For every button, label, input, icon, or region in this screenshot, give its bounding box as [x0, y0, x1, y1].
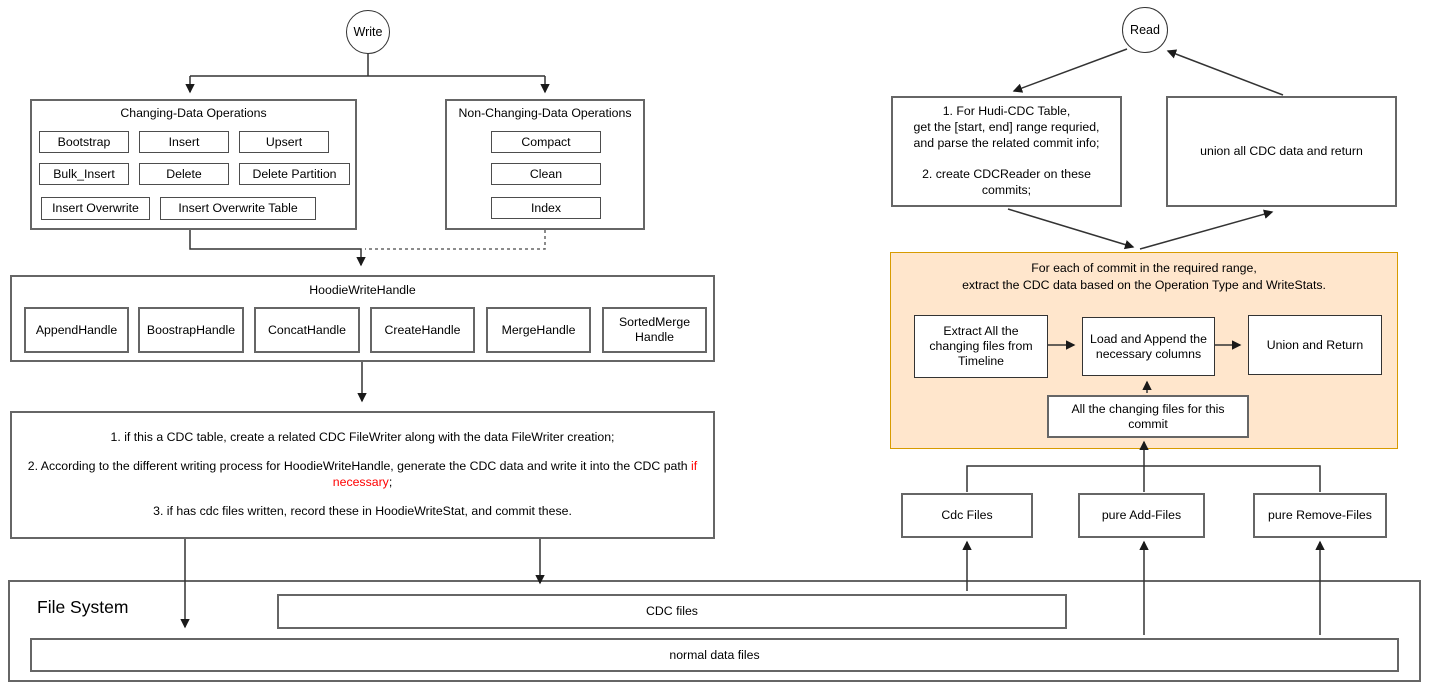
hoodie-write-handle-title: HoodieWriteHandle [309, 283, 416, 297]
boostrap-handle-node[interactable]: BoostrapHandle [138, 307, 244, 353]
cdc-files-store[interactable]: CDC files [277, 594, 1067, 629]
union-to-read-arrow [1166, 49, 1284, 96]
read-to-step1-arrow [1012, 48, 1128, 93]
write-step-2-if-necessary: if necessary [332, 459, 698, 489]
normal-data-files-store[interactable]: normal data files [30, 638, 1399, 672]
changing-data-operations-title: Changing-Data Operations [120, 106, 267, 120]
read-step1-box[interactable]: 1. For Hudi-CDC Table, get the [start, e… [891, 96, 1122, 207]
op-upsert[interactable]: Upsert [239, 131, 329, 153]
op-index[interactable]: Index [491, 197, 601, 219]
file-system-title: File System [37, 597, 129, 617]
load-append-columns-node[interactable]: Load and Append the necessary columns [1082, 317, 1215, 376]
file-system-group[interactable]: File System CDC files normal data files [8, 580, 1421, 682]
write-step-1: 1. if this a CDC table, create a related… [110, 430, 615, 445]
op-delete[interactable]: Delete [139, 163, 229, 185]
read-step1-text: 1. For Hudi-CDC Table, get the [start, e… [913, 103, 1100, 198]
write-stem-line [190, 53, 545, 77]
op-insert-overwrite-selected[interactable]: Insert Overwrite [41, 197, 150, 220]
pure-remove-files-node[interactable]: pure Remove-Files [1253, 493, 1387, 538]
non-changing-data-operations-group[interactable]: Non-Changing-Data Operations Compact Cle… [445, 99, 645, 230]
files-junction-line [966, 465, 1321, 492]
op-clean[interactable]: Clean [491, 163, 601, 185]
op-delete-partition[interactable]: Delete Partition [239, 163, 350, 185]
non-changing-data-operations-title: Non-Changing-Data Operations [458, 106, 632, 120]
create-handle-node[interactable]: CreateHandle [370, 307, 475, 353]
concat-handle-node[interactable]: ConcatHandle [254, 307, 360, 353]
write-step-2-end: ; [388, 475, 393, 489]
op-compact[interactable]: Compact [491, 131, 601, 153]
per-commit-extract-group[interactable]: For each of commit in the required range… [890, 252, 1398, 449]
op-bulk-insert[interactable]: Bulk_Insert [39, 163, 129, 185]
cdc-files-node[interactable]: Cdc Files [901, 493, 1033, 538]
union-all-cdc-box[interactable]: union all CDC data and return [1166, 96, 1397, 207]
merge-handle-node[interactable]: MergeHandle [486, 307, 591, 353]
pure-add-files-node[interactable]: pure Add-Files [1078, 493, 1205, 538]
percommit-to-union-arrow [1139, 209, 1274, 250]
write-terminal-label: Write [353, 25, 383, 39]
union-all-cdc-text: union all CDC data and return [1200, 143, 1363, 158]
write-terminal[interactable]: Write [346, 10, 390, 54]
write-step-2-text: 2. According to the different writing pr… [27, 459, 692, 474]
write-cdc-steps-box[interactable]: 1. if this a CDC table, create a related… [10, 411, 715, 539]
nonchanging-to-hoodie-dashed-line [365, 230, 546, 250]
step1-to-percommit-arrow [1007, 208, 1135, 250]
union-and-return-node[interactable]: Union and Return [1248, 315, 1382, 375]
op-bootstrap[interactable]: Bootstrap [39, 131, 129, 153]
changing-data-operations-group[interactable]: Changing-Data Operations Bootstrap Inser… [30, 99, 357, 230]
extract-changing-files-node[interactable]: Extract All the changing files from Time… [914, 315, 1048, 378]
op-insert[interactable]: Insert [139, 131, 229, 153]
changing-to-hoodie-arrow [189, 230, 366, 267]
all-changing-files-node[interactable]: All the changing files for this commit [1047, 395, 1249, 438]
write-step-2: 2. According to the different writing pr… [12, 459, 713, 491]
sorted-merge-handle-node[interactable]: SortedMerge Handle [602, 307, 707, 353]
read-terminal[interactable]: Read [1122, 7, 1168, 53]
per-commit-extract-title: For each of commit in the required range… [962, 261, 1326, 292]
hoodie-write-handle-group[interactable]: HoodieWriteHandle AppendHandle BoostrapH… [10, 275, 715, 362]
op-insert-overwrite-table[interactable]: Insert Overwrite Table [160, 197, 316, 220]
append-handle-node[interactable]: AppendHandle [24, 307, 129, 353]
write-step-3: 3. if has cdc files written, record thes… [153, 503, 572, 518]
read-terminal-label: Read [1130, 23, 1160, 37]
